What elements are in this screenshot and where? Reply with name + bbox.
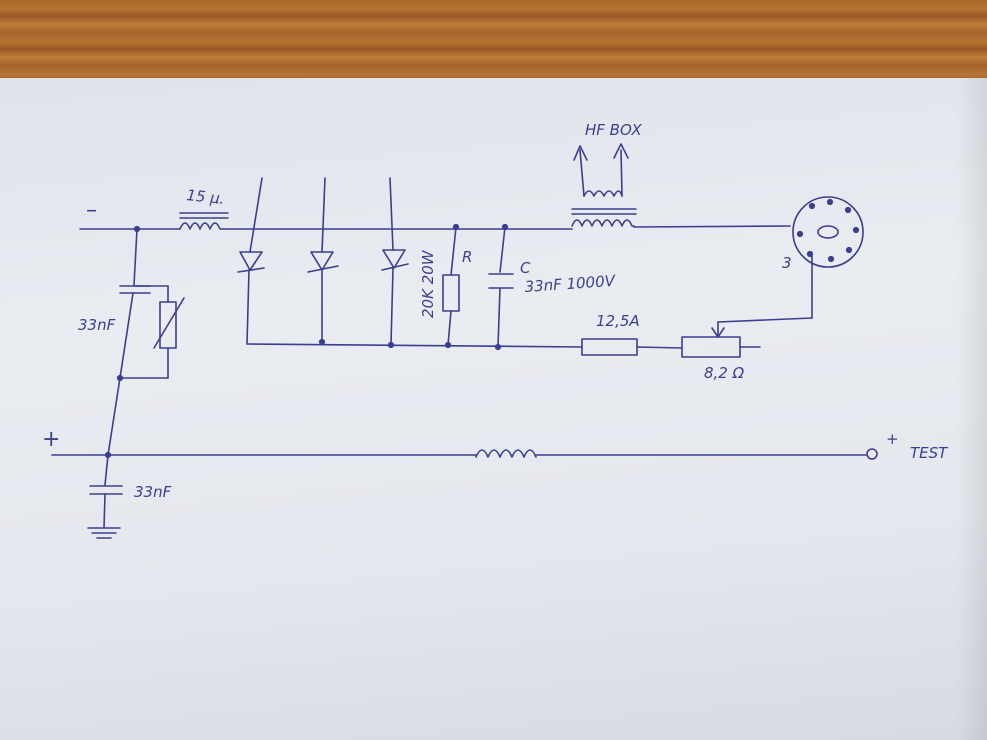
test-label: TEST bbox=[910, 444, 949, 462]
diode-3 bbox=[381, 177, 409, 345]
rheostat bbox=[681, 255, 813, 358]
resistor-tag: R bbox=[462, 248, 472, 266]
node-3-label: 3 bbox=[782, 254, 792, 272]
fuse-label: 12,5A bbox=[596, 312, 640, 330]
test-plus-label: + bbox=[886, 430, 899, 448]
negative-rail bbox=[79, 225, 791, 230]
diode-2 bbox=[307, 177, 339, 345]
rheostat-label: 8,2 Ω bbox=[704, 364, 745, 382]
capacitor-label: 33nF 1000V bbox=[524, 272, 617, 296]
fuse bbox=[581, 338, 683, 356]
diode-1 bbox=[237, 177, 265, 345]
inductor-top-label: 15 µ. bbox=[186, 186, 226, 208]
capacitor-c bbox=[488, 223, 514, 348]
capacitor-tag: C bbox=[520, 259, 531, 277]
positive-rail bbox=[51, 448, 878, 460]
left-branch bbox=[107, 225, 185, 456]
resistor-label: 20K 20W bbox=[419, 249, 437, 318]
inductor-top bbox=[179, 212, 229, 230]
bottom-capacitor-label: 33nF bbox=[134, 483, 172, 501]
connector bbox=[792, 196, 864, 268]
lower-bus bbox=[246, 338, 583, 351]
ground-capacitor bbox=[87, 454, 123, 539]
hf-box-label: HF BOX bbox=[585, 121, 642, 139]
hf-transformer bbox=[571, 143, 637, 227]
paper-edge-shadow bbox=[956, 78, 987, 740]
plus-label: + bbox=[42, 427, 60, 452]
left-capacitor-label: 33nF bbox=[78, 316, 116, 334]
minus-label: – bbox=[86, 198, 97, 223]
paper-sheet bbox=[0, 78, 987, 740]
resistor-20k bbox=[442, 223, 460, 346]
